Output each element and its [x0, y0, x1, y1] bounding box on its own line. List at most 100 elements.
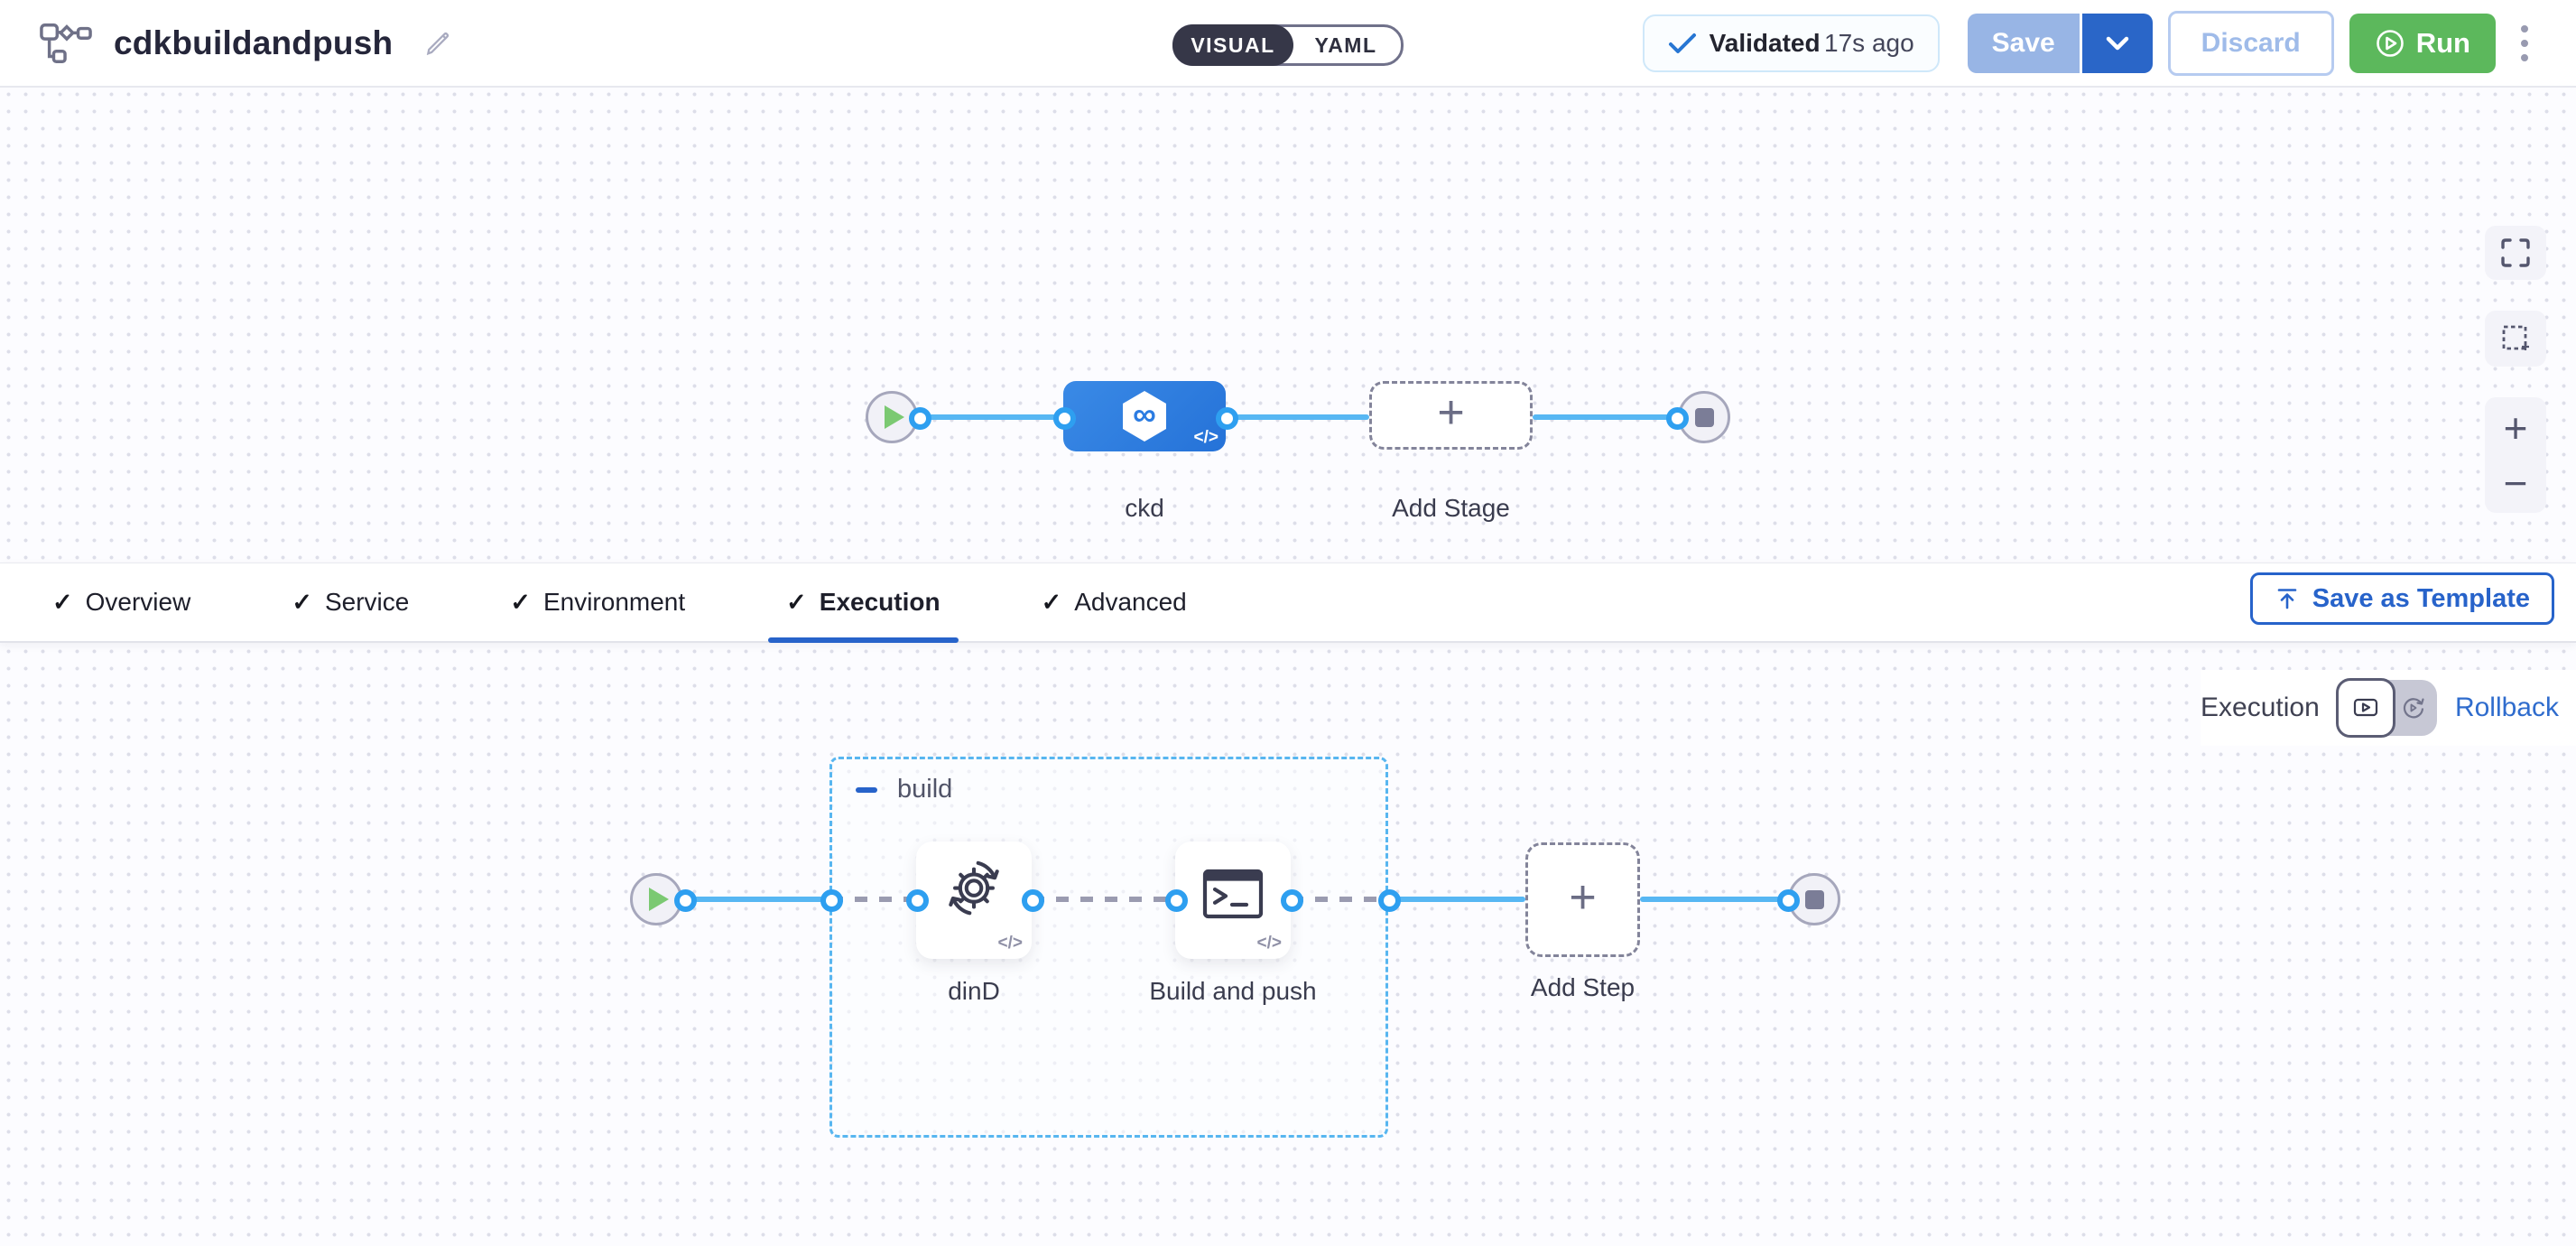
pipeline-canvas[interactable]: ∞ </> + ckd Add Stage [0, 86, 2576, 563]
execution-mode-button[interactable] [2335, 678, 2395, 738]
tab-environment[interactable]: ✓ Environment [510, 563, 685, 641]
execution-canvas[interactable]: Execution Rollback [0, 643, 2576, 1246]
collapse-group-icon[interactable] [856, 787, 877, 793]
connector-dot[interactable] [820, 889, 843, 912]
connector-dot[interactable] [909, 407, 931, 430]
group-label[interactable]: build [897, 775, 953, 804]
plus-icon: + [1569, 870, 1597, 924]
zoom-out-button[interactable]: − [2503, 459, 2528, 507]
service-dependency-icon [940, 852, 1008, 925]
step-label: Build and push [1149, 977, 1317, 1005]
run-label: Run [2415, 26, 2470, 59]
chevron-down-icon [2106, 36, 2129, 51]
page-title: cdkbuildandpush [114, 23, 394, 61]
tab-advanced[interactable]: ✓ Advanced [1042, 563, 1187, 641]
execution-start-node [630, 873, 682, 925]
connector-dot[interactable] [1777, 889, 1800, 912]
tab-service[interactable]: ✓ Service [292, 563, 409, 641]
add-stage-label: Add Stage [1392, 494, 1510, 522]
connector-dot[interactable] [906, 889, 929, 912]
save-dropdown-button[interactable] [2079, 13, 2153, 73]
connector-line-dashed [1291, 897, 1388, 902]
rollback-icon [2403, 698, 2424, 719]
tab-execution[interactable]: ✓ Execution [768, 563, 959, 643]
tab-label: Overview [85, 588, 191, 616]
pipeline-icon [40, 22, 92, 65]
connector-dot[interactable] [1053, 407, 1076, 430]
discard-button[interactable]: Discard [2167, 10, 2334, 76]
step-node-build-and-push[interactable]: </> [1175, 842, 1291, 959]
run-button[interactable]: Run [2349, 13, 2496, 73]
fullscreen-icon [2499, 237, 2532, 269]
connector-dot[interactable] [1216, 407, 1238, 430]
toggle-visual[interactable]: VISUAL [1172, 24, 1293, 66]
add-step-button[interactable]: + [1525, 842, 1640, 957]
connector-line [1533, 414, 1676, 420]
header-bar: cdkbuildandpush VISUAL YAML Valid [0, 0, 2576, 88]
check-icon: ✓ [52, 588, 73, 616]
zoom-in-button[interactable]: + [2503, 404, 2528, 451]
connector-dot[interactable] [1281, 889, 1303, 912]
check-icon: ✓ [292, 588, 312, 616]
stage-code-icon[interactable]: </> [1193, 428, 1219, 447]
step-group-build[interactable] [829, 757, 1388, 1138]
connector-dot[interactable] [1165, 889, 1188, 912]
start-play-icon [885, 405, 904, 429]
select-region-button[interactable] [2485, 311, 2546, 367]
edit-title-icon[interactable] [423, 29, 452, 58]
save-as-template-button[interactable]: Save as Template [2249, 572, 2554, 625]
step-code-icon[interactable]: </> [997, 934, 1023, 953]
stage-tabs: ✓ Overview ✓ Service ✓ Environment ✓ Exe… [0, 563, 2576, 643]
tab-overview[interactable]: ✓ Overview [52, 563, 190, 641]
add-stage-button[interactable]: + [1369, 381, 1533, 450]
play-box-icon [2353, 698, 2377, 717]
rollback-mode-button[interactable] [2390, 680, 2437, 736]
connector-line-dashed [830, 897, 916, 902]
visual-yaml-toggle[interactable]: VISUAL YAML [1172, 24, 1404, 66]
validated-status: Validated [1709, 28, 1821, 57]
connector-dot[interactable] [1378, 889, 1401, 912]
fit-to-screen-button[interactable] [2485, 226, 2546, 280]
check-icon: ✓ [1041, 588, 1062, 616]
validated-check-icon [1668, 32, 1697, 55]
rollback-link[interactable]: Rollback [2454, 693, 2559, 722]
connector-dot[interactable] [1666, 407, 1689, 430]
cicd-hexagon-icon: ∞ [1121, 390, 1168, 442]
step-code-icon[interactable]: </> [1256, 934, 1282, 953]
run-play-icon [2375, 28, 2405, 59]
check-icon: ✓ [786, 588, 807, 616]
stop-icon [1804, 889, 1824, 909]
validated-badge[interactable]: Validated 17s ago [1642, 14, 1940, 72]
step-node-dind[interactable]: </> [916, 842, 1032, 959]
run-step-terminal-icon [1202, 869, 1264, 924]
stage-label: ckd [1125, 494, 1164, 522]
connector-line [919, 414, 1063, 420]
check-icon: ✓ [510, 588, 531, 616]
tab-label: Advanced [1074, 588, 1187, 616]
save-split-button: Save [1967, 13, 2153, 73]
connector-line [684, 897, 830, 902]
add-step-label: Add Step [1530, 973, 1635, 1001]
stage-node-ckd[interactable]: ∞ </> [1063, 381, 1226, 451]
step-label: dinD [948, 977, 1000, 1005]
connector-dot[interactable] [674, 889, 697, 912]
connector-line [1388, 897, 1525, 902]
execution-rollback-toggle[interactable] [2335, 678, 2437, 738]
validated-time: 17s ago [1824, 28, 1914, 57]
connector-line-dashed [1032, 897, 1175, 902]
execution-mode-label: Execution [2201, 693, 2320, 722]
save-as-template-label: Save as Template [2312, 583, 2530, 613]
upload-icon [2275, 586, 2300, 611]
connector-line [1640, 897, 1787, 902]
toggle-yaml[interactable]: YAML [1314, 33, 1377, 57]
plus-icon: + [1437, 386, 1465, 439]
connector-dot[interactable] [1022, 889, 1044, 912]
stop-icon [1694, 407, 1714, 427]
zoom-controls: + − [2485, 397, 2546, 513]
save-button[interactable]: Save [1967, 13, 2080, 73]
pipeline-end-node [1678, 391, 1730, 443]
more-options-button[interactable] [2511, 20, 2538, 67]
tab-label: Environment [542, 588, 686, 616]
execution-toolbar: Execution Rollback [2201, 670, 2576, 746]
